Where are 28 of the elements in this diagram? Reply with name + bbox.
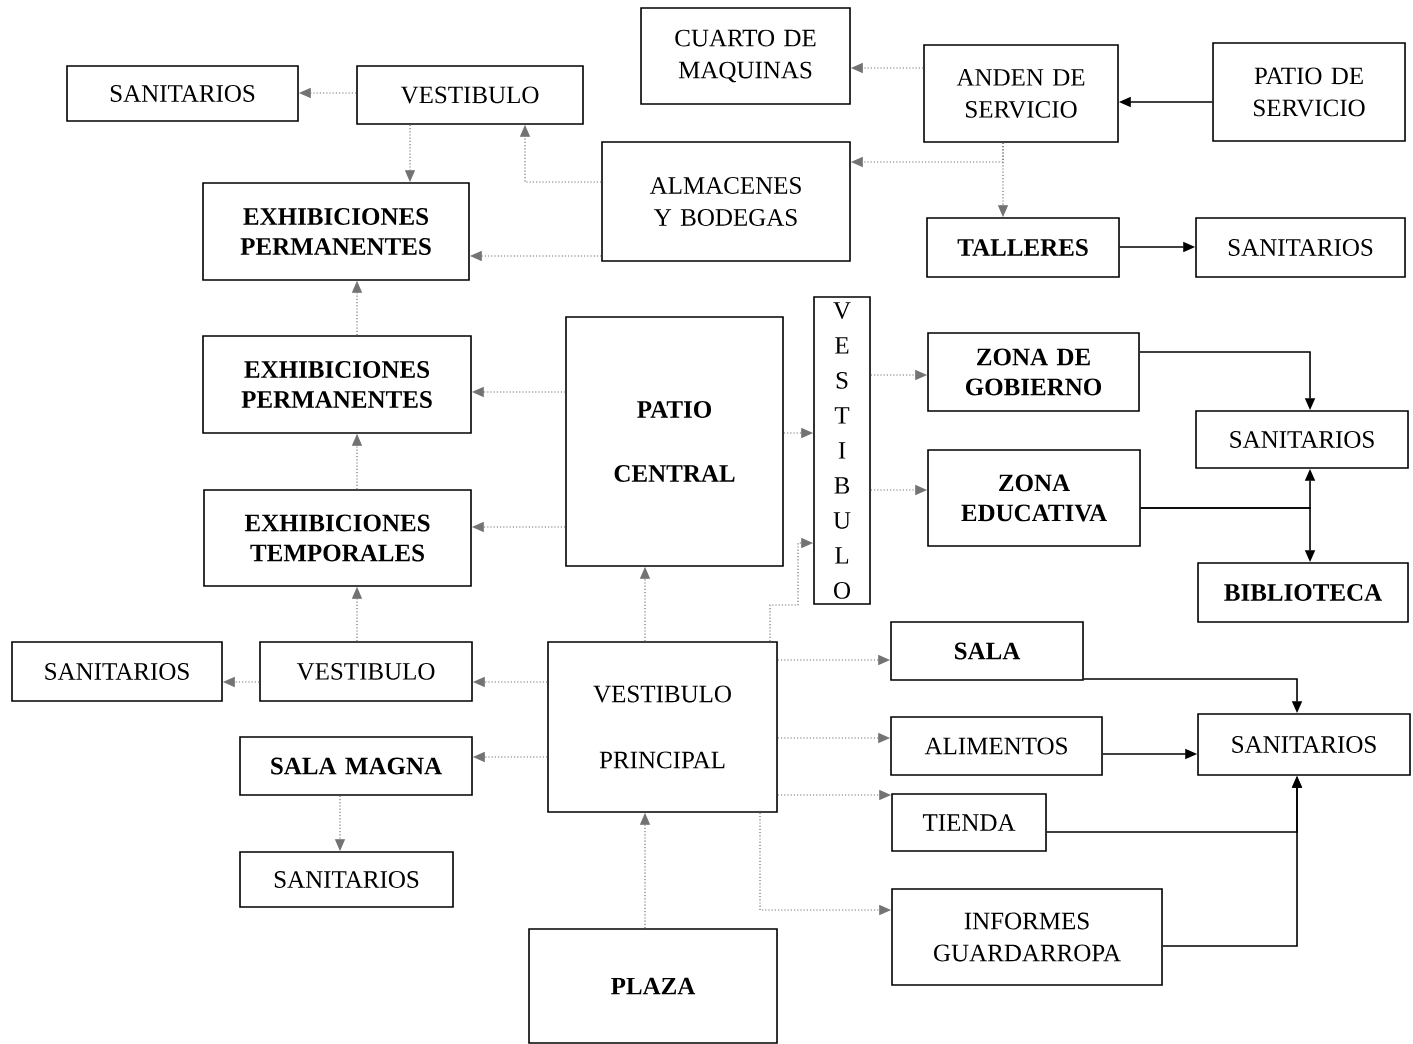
room-box: TIENDA [891, 793, 1047, 852]
room-box: EXHIBICIONES PERMANENTES [202, 182, 470, 281]
room-box: SANITARIOS [1197, 713, 1411, 776]
room-box: CUARTO DE MAQUINAS [640, 7, 851, 105]
room-box: SANITARIOS [11, 641, 223, 702]
room-box: SALA MAGNA [239, 736, 473, 796]
room-box: EXHIBICIONES TEMPORALES [203, 489, 472, 587]
room-box: ZONA EDUCATIVA [927, 449, 1141, 547]
room-box: VESTIBULO [356, 65, 584, 125]
room-box: PATIO CENTRAL [565, 316, 784, 567]
room-box: INFORMES GUARDARROPA [891, 888, 1163, 986]
room-box: SANITARIOS [239, 851, 454, 908]
room-box: SANITARIOS [66, 65, 299, 122]
room-box: SANITARIOS [1195, 410, 1409, 469]
room-box: TALLERES [926, 217, 1120, 278]
room-box: BIBLIOTECA [1197, 562, 1409, 623]
room-box: ALMACENES Y BODEGAS [601, 141, 851, 262]
room-box: ANDEN DE SERVICIO [923, 44, 1119, 143]
room-box: PATIO DE SERVICIO [1212, 42, 1406, 142]
room-box: VESTIBULO [813, 296, 871, 605]
room-box: PLAZA [528, 928, 778, 1044]
room-box: ZONA DE GOBIERNO [927, 332, 1140, 412]
room-box: SALA [890, 621, 1084, 681]
room-box: VESTIBULO [259, 641, 473, 702]
room-box: EXHIBICIONES PERMANENTES [202, 335, 472, 434]
room-box: ALIMENTOS [890, 716, 1103, 776]
room-box: VESTIBULO PRINCIPAL [547, 641, 778, 813]
room-box: SANITARIOS [1195, 217, 1406, 278]
